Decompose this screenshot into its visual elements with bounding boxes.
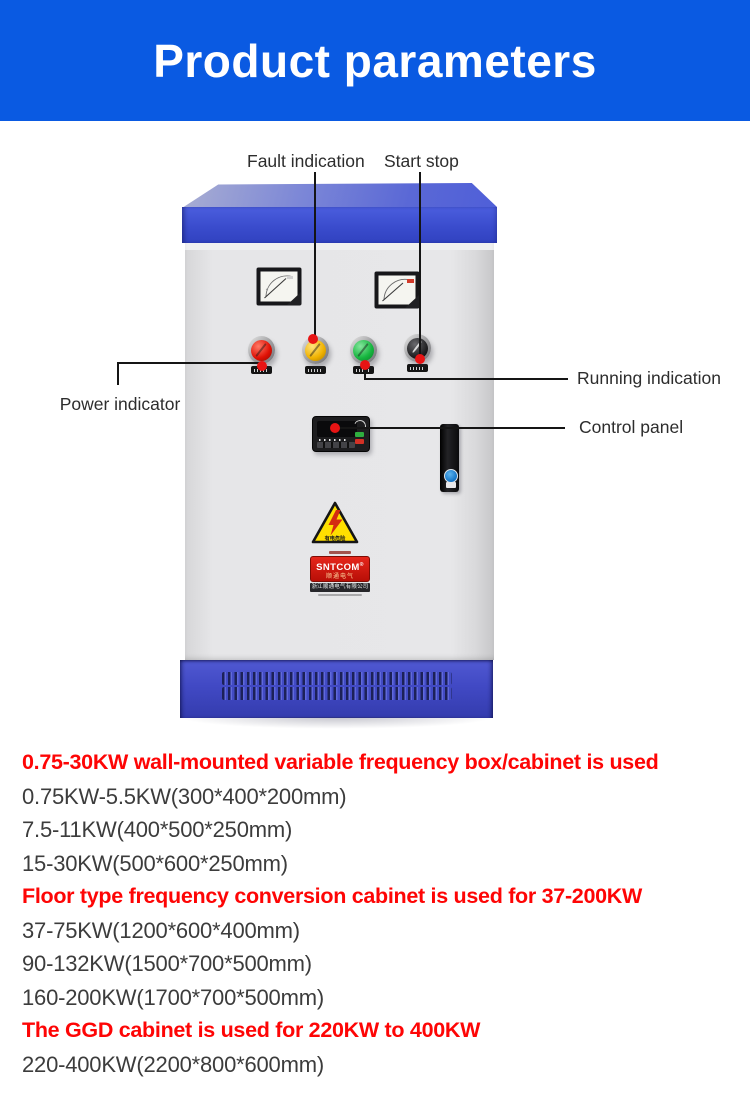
title-banner: Product parameters [0,0,750,121]
hazard-text: 有电危险 [325,534,347,542]
button-bezel [301,336,329,364]
spec-line: 160-200KW(1700*700*500mm) [22,984,324,1010]
keypad-green-key [355,432,364,437]
button-label-plate [352,366,374,374]
brand-name-cn: 顺通电气 [325,574,354,581]
brand-red-plate: SNTCOM® 顺通电气 [310,556,370,582]
spec-line: 37-75KW(1200*600*400mm) [22,917,300,943]
fault-callout-line [313,172,316,339]
power-callout-line-v [117,362,119,385]
fault-callout-dot [308,334,318,344]
spec-line: 220-400KW(2200*800*600mm) [22,1051,324,1077]
control-panel-label: Control panel [579,417,684,437]
vent-row-bottom [222,687,452,700]
keypad-led-row [319,439,349,441]
electric-hazard-sticker: 有电危险 [311,501,359,545]
spec-heading: 0.75-30KW wall-mounted variable frequenc… [22,750,659,774]
keypad-red-key [355,439,364,444]
running-callout-line-v [364,365,366,379]
spec-heading: The GGD cabinet is used for 220KW to 400… [22,1018,481,1042]
start-stop-label: Start stop [384,151,459,171]
door-handle [440,424,459,492]
spec-line: 90-132KW(1500*700*500mm) [22,951,312,976]
vent-row-top [222,672,452,685]
button-label-plate [304,366,326,374]
lock-plate [445,482,456,488]
brand-company-strip: 浙江顺通电气有限公司 [310,583,370,592]
current-meter-icon [374,271,420,310]
cabinet-top-face [182,183,497,208]
startstop-callout-line [419,172,421,356]
page-title: Product parameters [153,34,597,87]
startstop-callout-dot [415,354,425,364]
control-panel-keypad [312,416,370,452]
selector-knob-icon [406,337,428,359]
voltage-meter-icon [256,267,302,306]
running-indicator-light [349,336,377,374]
running-indication-label: Running indication [577,368,721,388]
button-label-plate [406,364,428,372]
control-callout-line [335,427,565,429]
spec-text-block: 0.75-30KW wall-mounted variable frequenc… [0,746,750,1081]
power-callout-line-h [118,362,262,364]
lock-badge-icon [443,469,458,483]
fault-indication-label: Fault indication [247,151,365,171]
control-callout-dot [330,423,340,433]
start-stop-knob [403,334,431,372]
spec-line: 0.75KW-5.5KW(300*400*200mm) [22,783,347,809]
power-callout-dot [257,361,267,371]
cabinet-top-front [182,207,497,243]
power-indicator-label: Power indicator [59,394,181,414]
spec-line: 15-30KW(500*600*250mm) [22,850,288,876]
button-bezel [349,336,377,364]
red-lamp-icon [250,339,272,361]
spec-heading: Floor type frequency conversion cabinet … [22,884,642,908]
running-callout-dot [360,360,370,370]
yellow-lamp-icon [304,339,326,361]
keypad-key-row [317,442,355,448]
running-callout-line-h [364,378,568,380]
brand-name: SNTCOM® [316,562,364,574]
cabinet-shadow [178,717,495,729]
brand-topline-decor [329,551,351,554]
brand-label: SNTCOM® 顺通电气 浙江顺通电气有限公司 [310,551,370,596]
lightning-bolt-icon [328,510,343,536]
green-lamp-icon [352,339,374,361]
spec-line: 7.5-11KW(400*500*250mm) [22,817,293,842]
fault-indicator-light [301,336,329,374]
button-bezel [247,336,275,364]
brand-bottomline-decor [318,593,362,596]
